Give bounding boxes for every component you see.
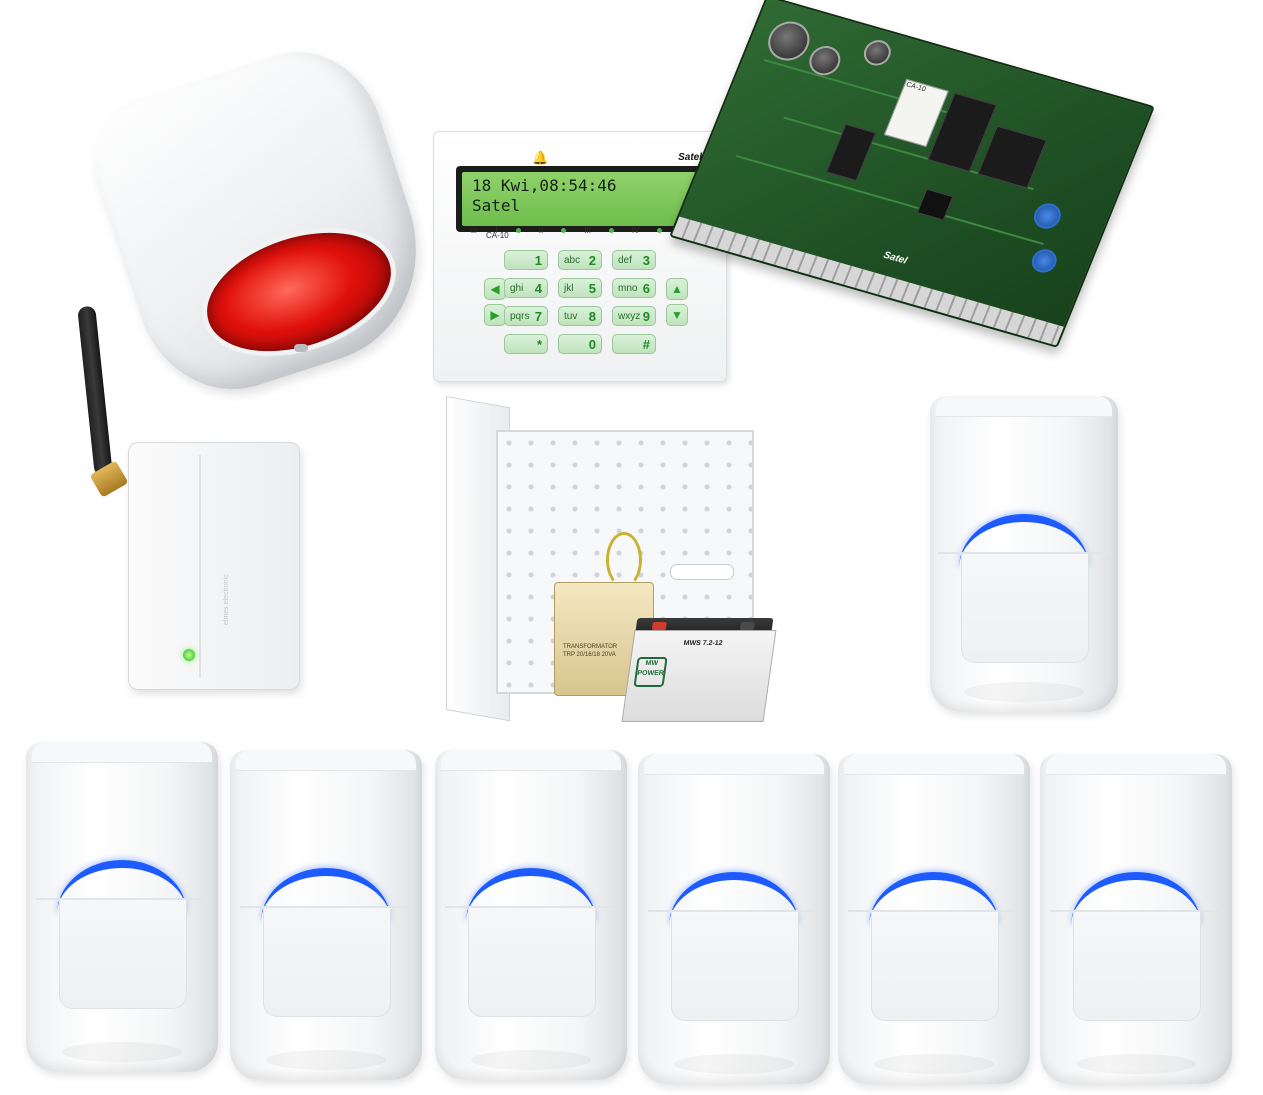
- bell-icon: 🔔: [532, 150, 549, 165]
- terminal-block: [671, 216, 1064, 346]
- led-label-4: IV: [631, 225, 640, 235]
- gsm-antenna: [77, 305, 113, 477]
- pcb: CA-10 Satel: [669, 0, 1155, 348]
- battery-terminal-negative: [739, 622, 755, 630]
- control-panel-board: CA-10 Satel: [669, 0, 1155, 348]
- varistor: [1029, 200, 1065, 232]
- keypad-model: CA-10: [486, 231, 509, 240]
- led-label-3: III: [584, 225, 591, 235]
- keypad-brand: Satel: [678, 152, 702, 163]
- lcd-line-2: Satel: [472, 196, 521, 215]
- pir-lens: [240, 906, 414, 1017]
- capacitor: [859, 37, 895, 69]
- led-4: [657, 227, 663, 233]
- key-star[interactable]: *: [504, 334, 548, 354]
- pir-lens: [648, 910, 822, 1021]
- pir-blue-arc: [57, 860, 187, 914]
- transformer-label: TRANSFORMATOR TRP 20/16/18 20VA: [563, 644, 618, 658]
- siren-housing: [77, 31, 447, 413]
- down-arrow-key[interactable]: ▼: [666, 304, 688, 326]
- pir-detector: [435, 750, 627, 1080]
- lcd-screen: 18 Kwi,08:54:46 Satel: [462, 172, 700, 226]
- lcd-line-1: 18 Kwi,08:54:46: [472, 176, 617, 195]
- pir-lens: [938, 552, 1112, 663]
- siren-indicator: [294, 344, 308, 352]
- led-label-1: I: [495, 225, 498, 235]
- pir-lens: [36, 898, 210, 1009]
- pir-detector: [1040, 754, 1232, 1084]
- battery-model: MWS 7.2-12: [683, 640, 723, 647]
- pir-blue-arc: [261, 868, 391, 922]
- pir-detector: [26, 742, 218, 1072]
- battery-body: MW POWER MWS 7.2-12: [621, 630, 777, 722]
- led-2: [561, 227, 567, 233]
- pir-lens: [848, 910, 1022, 1021]
- led-1: [515, 227, 521, 233]
- pir-lens: [1050, 910, 1224, 1021]
- capacitor: [762, 16, 816, 66]
- key-hash[interactable]: #: [612, 334, 656, 354]
- pir-blue-arc: [1071, 872, 1201, 926]
- keypad-topbar: 🔔 Satel: [452, 146, 710, 168]
- pir-detector: [838, 754, 1030, 1084]
- metal-enclosure: TRANSFORMATOR TRP 20/16/18 20VA MW POWER…: [440, 396, 777, 722]
- pir-detector: [638, 754, 830, 1084]
- keypad-lcd: 18 Kwi,08:54:46 Satel: [456, 166, 706, 232]
- up-arrow-key[interactable]: ▲: [666, 278, 688, 300]
- pir-detector: [230, 750, 422, 1080]
- right-arrow-key[interactable]: ▶: [484, 304, 506, 326]
- power-icon: ▭: [470, 225, 478, 235]
- wire: [606, 532, 642, 588]
- varistor: [1028, 246, 1061, 276]
- key-0[interactable]: 0: [558, 334, 602, 354]
- gsm-module: elmes electronic: [128, 442, 300, 690]
- led-label-2: II: [538, 225, 544, 235]
- pir-blue-arc: [959, 514, 1089, 568]
- gsm-status-led: [183, 649, 195, 661]
- pcb-brand: Satel: [881, 249, 909, 267]
- key-1[interactable]: 1: [504, 250, 548, 270]
- pir-blue-arc: [669, 872, 799, 926]
- led-3: [608, 227, 614, 233]
- lcd-keypad: 🔔 Satel 18 Kwi,08:54:46 Satel ▭ I II III…: [433, 131, 727, 382]
- battery: MW POWER MWS 7.2-12: [621, 618, 777, 722]
- microcontroller: [977, 125, 1048, 189]
- gsm-seam: [199, 455, 201, 677]
- battery-terminal-positive: [651, 622, 667, 630]
- gsm-label: elmes electronic: [223, 574, 230, 625]
- pir-blue-arc: [869, 872, 999, 926]
- pir-detector: [930, 396, 1118, 712]
- outdoor-siren: [77, 31, 447, 413]
- battery-brand: MW POWER: [633, 657, 668, 687]
- pir-lens: [445, 906, 619, 1017]
- pir-blue-arc: [466, 868, 596, 922]
- enclosure-slot: [670, 564, 734, 580]
- left-arrow-key[interactable]: ◀: [484, 278, 506, 300]
